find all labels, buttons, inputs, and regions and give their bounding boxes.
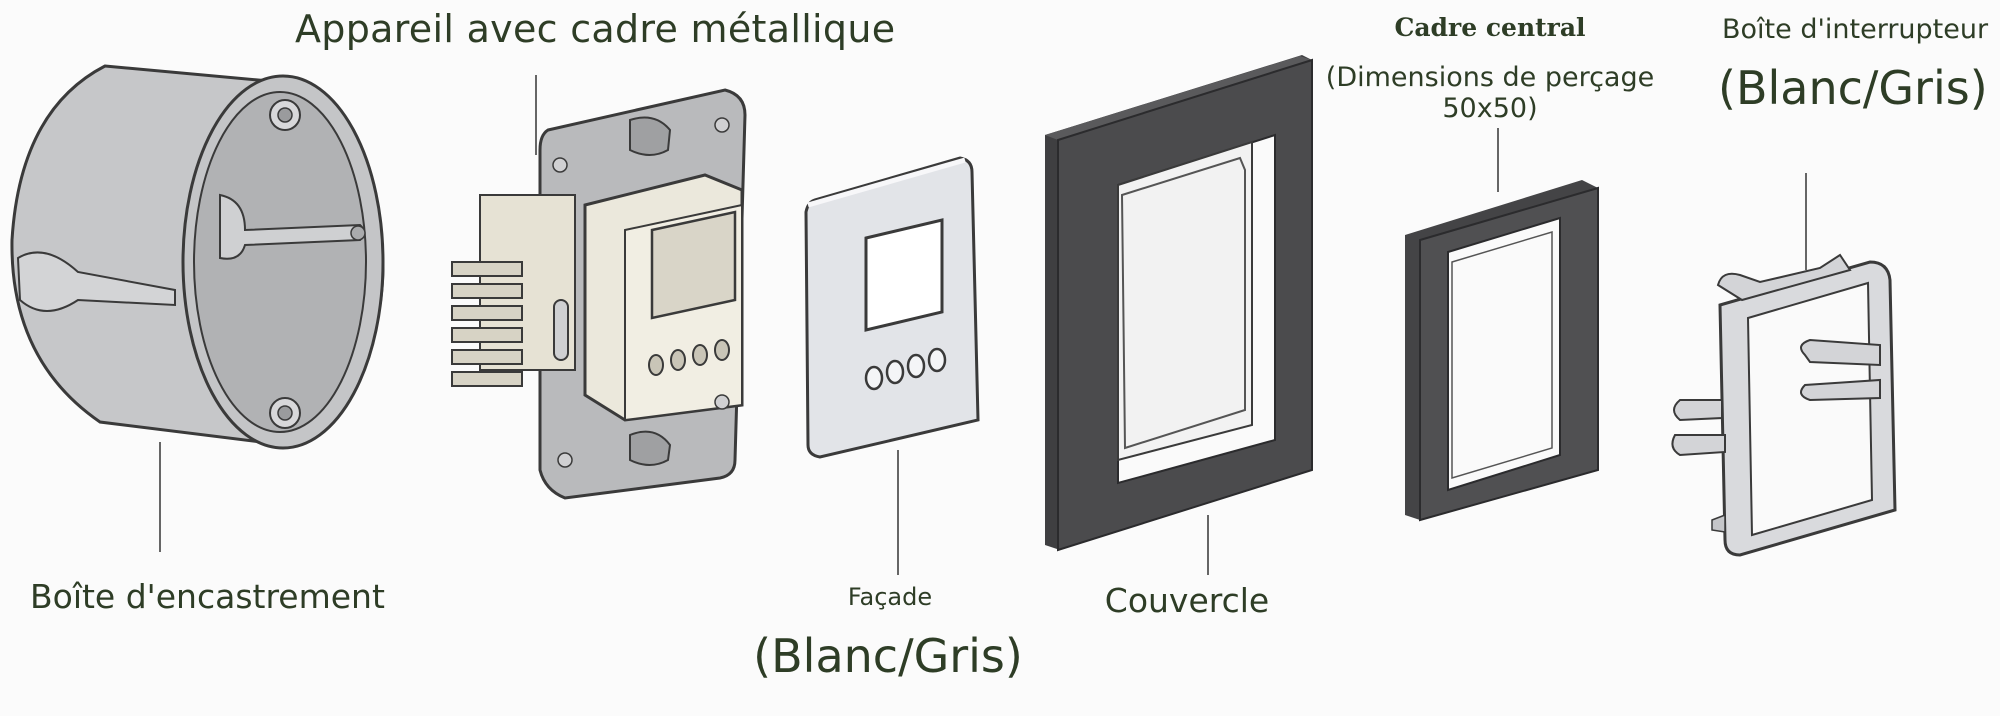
label-faceplate-colors: (Blanc/Gris) — [753, 629, 1023, 683]
flush-box-part — [10, 64, 385, 450]
switch-box-part — [1671, 253, 1897, 557]
label-cover-frame: Couvercle — [1104, 581, 1270, 620]
label-faceplate: Façade — [847, 583, 933, 611]
label-central-frame-dimensions: (Dimensions de perçage 50x50) — [1325, 62, 1655, 125]
faceplate-part — [804, 156, 980, 459]
central-frame-part — [1405, 180, 1599, 522]
label-flush-box: Boîte d'encastrement — [30, 577, 385, 616]
label-switch-box-colors: (Blanc/Gris) — [1718, 61, 1988, 115]
device-with-metal-frame-part — [451, 88, 747, 500]
label-switch-box: Boîte d'interrupteur — [1722, 14, 1989, 45]
label-device-with-metal-frame: Appareil avec cadre métallique — [295, 7, 896, 51]
cover-frame-part — [1045, 55, 1313, 552]
label-central-frame: Cadre central — [1394, 13, 1586, 42]
leader-lines — [159, 75, 1807, 575]
